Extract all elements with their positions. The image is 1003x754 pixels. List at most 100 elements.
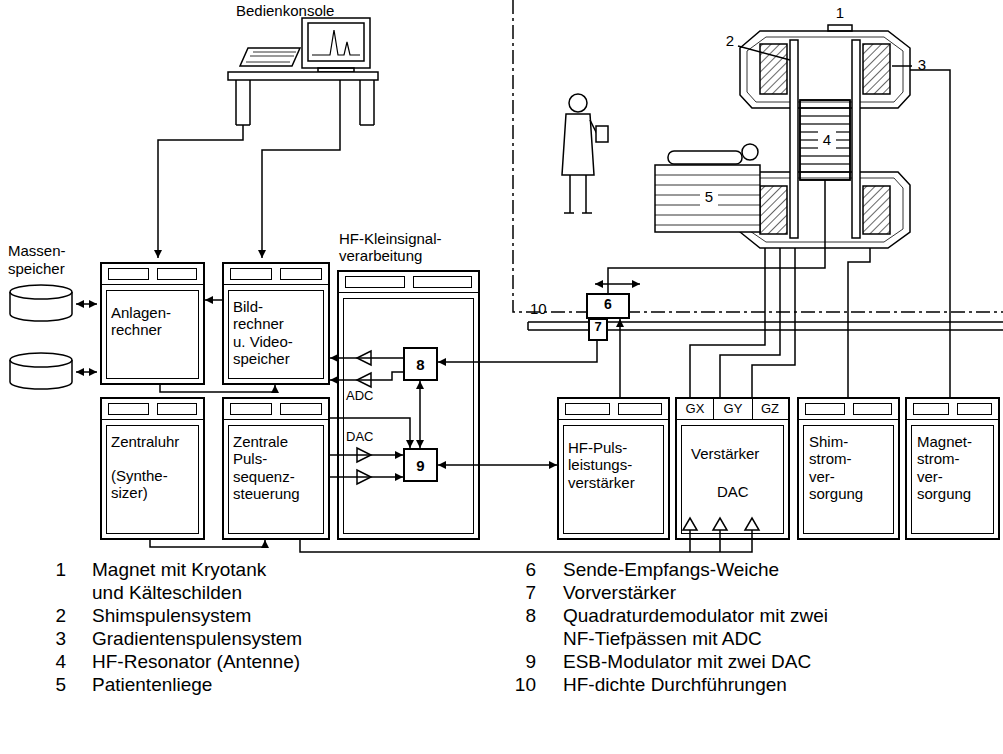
console — [158, 18, 378, 258]
callout-number: 10 — [530, 300, 552, 318]
node-text: Anlagen- rechner — [111, 304, 199, 339]
panel — [343, 298, 474, 534]
cell-divider — [752, 399, 753, 419]
cabinet: HF-Puls- leistungs- verstärker — [557, 397, 670, 540]
node-text: 9 — [405, 457, 436, 474]
legend-number: 5 — [38, 673, 66, 696]
legend-text: Sende-Empfangs-Weiche — [563, 558, 863, 581]
connector — [438, 341, 597, 362]
legend-text: Vorverstärker — [563, 581, 863, 604]
signal-name: GY — [716, 401, 750, 417]
drawer — [230, 403, 272, 415]
callout-number: 1 — [832, 4, 848, 22]
legend-number: 8 — [508, 604, 536, 627]
connector — [150, 540, 265, 547]
connector — [438, 464, 557, 466]
node-text: Zentraluhr — [111, 433, 203, 450]
callout-number: 3 — [914, 56, 930, 74]
panel-line — [907, 419, 998, 420]
drawer — [413, 276, 473, 288]
drawer — [565, 403, 610, 415]
legend-number: 4 — [38, 650, 66, 673]
node-text: Verstärker — [691, 445, 786, 462]
panel-line — [559, 419, 668, 420]
connector — [419, 381, 421, 448]
signal-name: GZ — [753, 401, 787, 417]
drawer — [157, 403, 198, 415]
node-text: Zentrale Puls- sequenz- steuerung — [233, 433, 313, 502]
drawer — [957, 403, 993, 415]
drawer — [345, 276, 405, 288]
connector — [205, 299, 222, 301]
node-text: Shim- strom- ver- sorgung — [809, 433, 869, 502]
disk-storage — [10, 285, 97, 389]
legend-text: Shimspulensystem — [92, 604, 392, 627]
signal-block: 6 — [586, 293, 630, 319]
drawer — [805, 403, 845, 415]
doctor — [562, 94, 608, 213]
legend-text: Patientenliege — [92, 673, 392, 696]
connector — [619, 319, 621, 397]
panel — [681, 425, 784, 534]
panel-line — [339, 292, 478, 293]
signal-block: 8 — [403, 347, 438, 381]
node-text: 8 — [405, 356, 436, 373]
legend-text: Quadraturdemodulator mit zwei NF-Tiefpäs… — [563, 604, 829, 650]
legend-text: Magnet mit Kryotank und Kälteschilden — [92, 558, 287, 604]
legend-text: HF-Resonator (Antenne) — [92, 650, 392, 673]
node-text: (Synthe- sizer) — [111, 467, 181, 502]
callout-number: 5 — [700, 188, 718, 206]
drawer — [108, 403, 149, 415]
connector — [160, 385, 275, 392]
label: Bedienkonsole — [236, 2, 376, 20]
legend-text: ESB-Modulator mit zwei DAC — [563, 650, 863, 673]
callout-number: 2 — [722, 32, 738, 50]
panel-line — [102, 419, 203, 420]
drawer — [157, 268, 198, 280]
legend-number: 3 — [38, 627, 66, 650]
node-text: DAC — [717, 483, 757, 500]
node-text: 7 — [590, 320, 606, 335]
callout-number: 4 — [818, 131, 836, 149]
legend-number: 7 — [508, 581, 536, 604]
cabinet: Anlagen- rechner — [100, 262, 205, 385]
legend-number: 9 — [508, 650, 536, 673]
label: Massen- speicher — [8, 242, 72, 278]
signal-name: ADC — [346, 388, 386, 404]
legend-number: 2 — [38, 604, 66, 627]
wire — [595, 70, 950, 397]
panel-line — [677, 419, 788, 420]
drawer — [108, 268, 149, 280]
legend-text: Gradientenspulensystem — [92, 627, 392, 650]
legend-number: 1 — [38, 558, 66, 581]
drawer — [618, 403, 663, 415]
node-text: 6 — [588, 296, 628, 312]
connector — [330, 476, 403, 478]
drawer — [913, 403, 949, 415]
cell-divider — [713, 399, 714, 419]
cabinet: HF-Kleinsignal- verarbeitung89 — [337, 270, 480, 540]
cabinet: Magnet- strom- ver- sorgung — [905, 397, 1000, 540]
cabinet: Bild- rechner u. Video- speicher — [222, 262, 330, 385]
cabinet-heading: HF-Kleinsignal- verarbeitung — [339, 230, 479, 265]
drawer — [230, 268, 272, 280]
connector — [300, 540, 752, 552]
drawer — [853, 403, 893, 415]
connector — [330, 357, 403, 359]
panel-line — [799, 419, 898, 420]
drawer — [280, 403, 322, 415]
legend-number: 10 — [508, 673, 536, 696]
cabinet: Zentraluhr (Synthe- sizer) — [100, 397, 205, 540]
connector — [330, 454, 403, 456]
cabinet: Shim- strom- ver- sorgung — [797, 397, 900, 540]
shielded-room — [513, 0, 1003, 312]
panel-line — [224, 419, 328, 420]
dac-symbol — [683, 518, 759, 552]
connector — [330, 418, 410, 448]
cabinet: VerstärkerDAC — [675, 397, 790, 540]
panel-line — [102, 284, 203, 285]
signal-block: 7 — [588, 318, 608, 341]
panel-line — [224, 284, 328, 285]
node-text: Bild- rechner u. Video- speicher — [233, 298, 297, 367]
node-text: Magnet- strom- ver- sorgung — [917, 433, 979, 502]
